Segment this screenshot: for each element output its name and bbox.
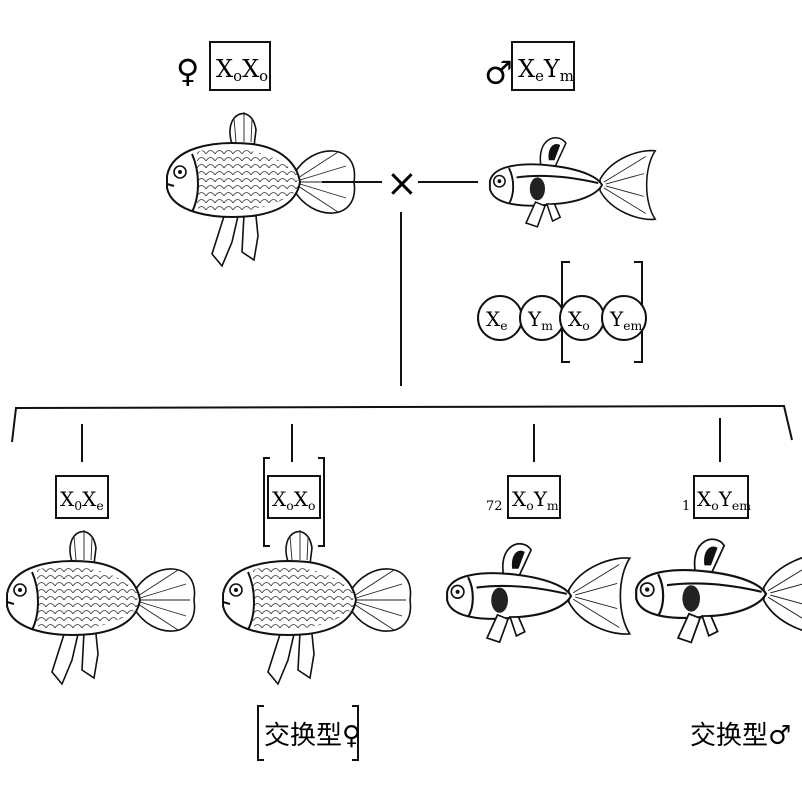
gamete-1: Xe <box>486 307 508 333</box>
offspring-4-count: 1 <box>682 499 690 514</box>
offspring-2-bracket-right <box>318 457 325 547</box>
cross-symbol: × <box>386 161 418 205</box>
offspring-1-genotype: X0Xe <box>60 487 104 513</box>
female-parent-genotype-box <box>209 41 271 91</box>
offspring-3-fish <box>446 542 631 644</box>
offspring-1-fish <box>6 529 196 685</box>
caption-exchange-female: 交换型♀ <box>264 721 361 751</box>
offspring-branch-bar <box>11 404 793 443</box>
male-parent-fish <box>488 136 657 228</box>
gamete-3: Xo <box>568 307 590 333</box>
male-symbol: ♂ <box>484 54 513 92</box>
offspring-3-count: 72 <box>486 499 503 514</box>
female-parent-genotype: XoXo <box>216 55 268 85</box>
gamete-2: Ym <box>527 307 553 333</box>
offspring-2-genotype-box <box>267 475 321 519</box>
female-parent-fish <box>166 111 356 267</box>
offspring-2-bracket-left <box>263 457 270 547</box>
offspring-4-fish <box>635 538 802 644</box>
gamete-4: Yem <box>609 307 643 333</box>
offspring-4-genotype-box <box>693 475 749 519</box>
male-parent-genotype-box <box>511 41 575 91</box>
male-parent-genotype: XeYm <box>518 55 574 85</box>
offspring-4-genotype: XoYem <box>697 487 751 513</box>
offspring-1-genotype-box <box>55 475 109 519</box>
female-symbol: ♀ <box>176 52 199 90</box>
offspring-2-fish <box>222 529 412 685</box>
caption-exchange-male: 交换型♂ <box>690 721 791 751</box>
gamete-circle-4 <box>601 295 647 341</box>
offspring-3-genotype: XoYm <box>512 487 559 513</box>
offspring-2-genotype: XoXo <box>272 487 315 513</box>
offspring-3-genotype-box <box>507 475 561 519</box>
caption-female-bracket-left <box>257 705 264 761</box>
caption-female-bracket-right <box>352 705 359 761</box>
gamete-row: Xe + Ym Xo + Yem <box>477 261 647 363</box>
